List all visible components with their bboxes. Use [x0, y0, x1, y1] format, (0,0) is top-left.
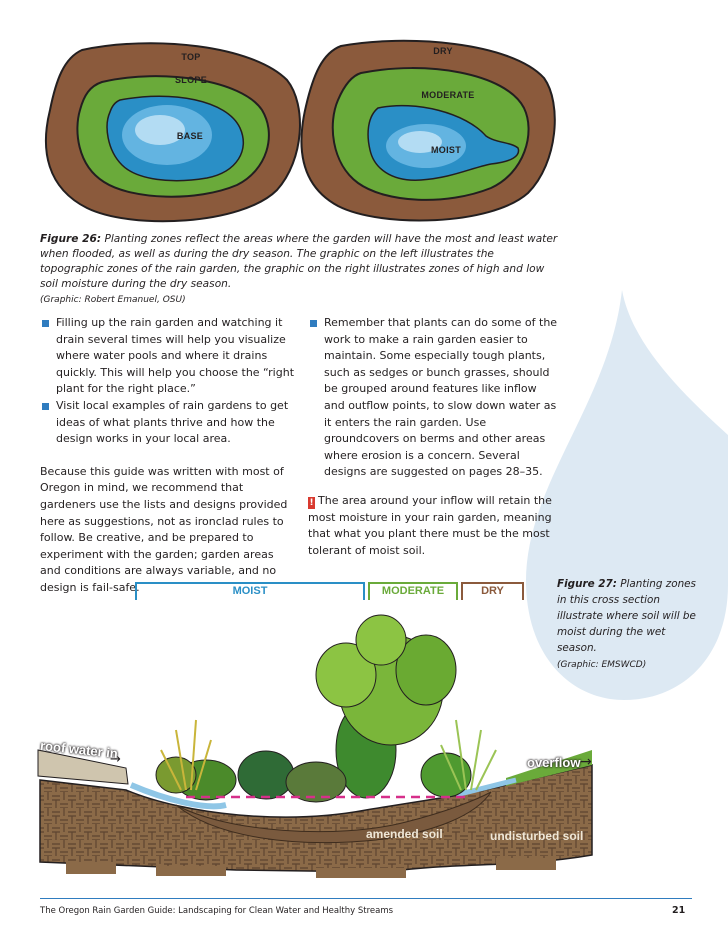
figure27-cross-section: [37, 614, 593, 878]
tip-paragraph: !The area around your inflow will retain…: [308, 493, 552, 557]
label-top: TOP: [181, 52, 201, 62]
left-paragraph: Because this guide was written with most…: [40, 464, 288, 594]
figure26-right-graphic: [300, 39, 556, 222]
right-column: Remember that plants can do some of the …: [308, 315, 560, 559]
figure27-caption-text: Planting zones in this cross section ill…: [557, 578, 696, 654]
figure26-caption: Figure 26: Planting zones reflect the ar…: [40, 232, 560, 308]
figure26-left-graphic: [44, 42, 301, 223]
label-amended-soil: amended soil: [366, 827, 443, 841]
bullet-square-icon: [42, 402, 49, 410]
page-number: 21: [672, 905, 686, 916]
zone-moist: MOIST: [135, 582, 365, 600]
figure26-credit: (Graphic: Robert Emanuel, OSU): [40, 295, 186, 305]
figure27-credit: (Graphic: EMSWCD): [557, 660, 647, 670]
left-bullet-1: Filling up the rain garden and watching …: [40, 315, 295, 398]
figure27-caption: Figure 27: Planting zones in this cross …: [557, 576, 707, 673]
roof-water-arrow-icon: →: [110, 752, 121, 767]
zone-dry: DRY: [461, 582, 524, 600]
bullet-square-icon: [310, 320, 317, 327]
bullet-square-icon: [42, 320, 49, 327]
label-base: BASE: [176, 131, 204, 141]
tip-icon: !: [308, 496, 315, 509]
overflow-arrow-icon: →: [580, 754, 592, 770]
left-bullet-2: Visit local examples of rain gardens to …: [40, 398, 295, 448]
label-moist: MOIST: [431, 145, 461, 155]
footer-divider: [40, 898, 692, 899]
label-slope: SLOPE: [174, 75, 207, 85]
raindrop-decoration: [525, 290, 728, 700]
right-bullet: Remember that plants can do some of the …: [308, 315, 560, 481]
figure26-caption-lead: Figure 26:: [40, 233, 102, 245]
zone-moderate: MODERATE: [368, 582, 458, 600]
label-moderate: MODERATE: [421, 90, 475, 100]
left-column: Filling up the rain garden and watching …: [40, 315, 295, 597]
footer-title: The Oregon Rain Garden Guide: Landscapin…: [40, 906, 394, 916]
figure26-caption-text: Planting zones reflect the areas where t…: [40, 233, 558, 290]
figure27-caption-lead: Figure 27:: [557, 578, 617, 590]
label-undisturbed-soil: undisturbed soil: [490, 829, 584, 843]
label-overflow: overflow: [527, 755, 581, 770]
label-dry: DRY: [433, 46, 453, 56]
